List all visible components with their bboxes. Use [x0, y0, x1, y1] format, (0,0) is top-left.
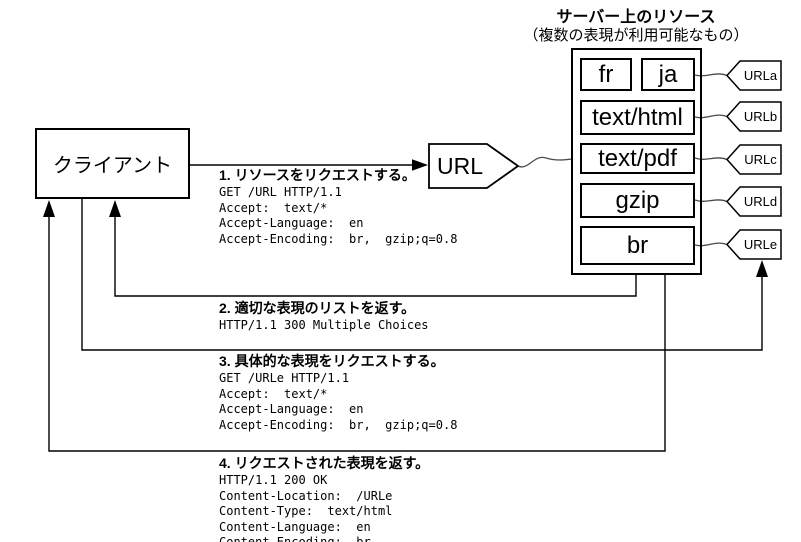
- resource-label: text/pdf: [598, 144, 677, 172]
- arrowhead-up-icon: [43, 200, 55, 217]
- message-2-title: 2. 適切な表現のリストを返す。: [219, 300, 416, 316]
- url-tag-shape-d: [725, 186, 782, 217]
- message-1-title: 1. リソースをリクエストする。: [219, 167, 416, 183]
- arrowhead-right-icon: [412, 159, 428, 171]
- message-4: 4. リクエストされた表現を返す。 HTTP/1.1 200 OK Conten…: [219, 454, 429, 542]
- message-3-title: 3. 具体的な表現をリクエストする。: [219, 353, 445, 369]
- request-3-line: [81, 199, 763, 351]
- resource-box-text-pdf: text/pdf: [580, 143, 695, 174]
- resource-label: fr: [598, 60, 614, 88]
- resource-box-fr: fr: [580, 58, 632, 91]
- message-line: Content-Type: text/html: [219, 504, 393, 518]
- resource-box-br: br: [580, 226, 695, 265]
- url-tag-label-e: URLe: [743, 237, 778, 252]
- server-subtitle: （複数の表現が利用可能なもの）: [523, 27, 749, 44]
- connector-urle: [694, 242, 728, 247]
- resource-box-gzip: gzip: [580, 183, 695, 218]
- url-to-server-connector: [517, 156, 573, 168]
- resource-label: ja: [658, 60, 678, 88]
- message-line: Accept-Language: en: [219, 402, 364, 416]
- url-tag-label-d: URLd: [743, 194, 778, 209]
- message-line: HTTP/1.1 300 Multiple Choices: [219, 318, 429, 332]
- connector-urla: [694, 73, 728, 77]
- response-2-line: [114, 217, 637, 297]
- message-line: HTTP/1.1 200 OK: [219, 473, 328, 487]
- resource-label: text/html: [592, 103, 683, 131]
- resource-label: br: [626, 231, 649, 259]
- resource-box-ja: ja: [641, 58, 695, 91]
- url-tag-label-c: URLc: [744, 152, 777, 167]
- response-4-line: [48, 217, 666, 452]
- message-line: GET /URL HTTP/1.1: [219, 185, 342, 199]
- url-tag-shape-c: [725, 144, 782, 175]
- url-node-label: URL: [436, 152, 483, 179]
- message-line: Content-Encoding: br: [219, 535, 371, 542]
- message-line: Content-Location: /URLe: [219, 488, 393, 503]
- server-title: サーバー上のリソース: [556, 9, 716, 26]
- url-tag-shape-a: [725, 60, 782, 91]
- server-group-box: [571, 48, 702, 275]
- resource-box-text-html: text/html: [580, 100, 695, 135]
- message-line: Accept-Language: en: [219, 216, 364, 230]
- url-tag-label-a: URLa: [743, 68, 778, 83]
- connector-urlb: [694, 114, 728, 119]
- message-3: 3. 具体的な表現をリクエストする。 GET /URLe HTTP/1.1 Ac…: [219, 352, 457, 433]
- message-line: GET /URLe HTTP/1.1: [219, 371, 350, 385]
- url-tag-shape-b: [725, 101, 782, 132]
- url-node-shape: [428, 143, 520, 189]
- connector-urlc: [694, 157, 728, 161]
- message-line: Accept-Encoding: br, gzip;q=0.8: [219, 417, 458, 432]
- client-label: クライアント: [52, 155, 173, 177]
- arrowhead-up-icon: [109, 200, 121, 217]
- message-line: Content-Language: en: [219, 519, 371, 534]
- message-line: Accept-Encoding: br, gzip;q=0.8: [219, 231, 458, 246]
- resource-label: gzip: [615, 186, 660, 214]
- client-box: クライアント: [35, 128, 190, 199]
- message-line: Accept: text/*: [219, 200, 328, 215]
- message-2: 2. 適切な表現のリストを返す。 HTTP/1.1 300 Multiple C…: [219, 299, 429, 334]
- message-1: 1. リソースをリクエストする。 GET /URL HTTP/1.1 Accep…: [219, 166, 457, 247]
- message-line: Accept: text/*: [219, 386, 328, 401]
- message-4-title: 4. リクエストされた表現を返す。: [219, 455, 430, 471]
- url-tag-label-b: URLb: [743, 109, 778, 124]
- arrowhead-up-icon: [756, 260, 768, 277]
- connector-urld: [694, 199, 728, 203]
- url-tag-shape-e: [725, 229, 782, 260]
